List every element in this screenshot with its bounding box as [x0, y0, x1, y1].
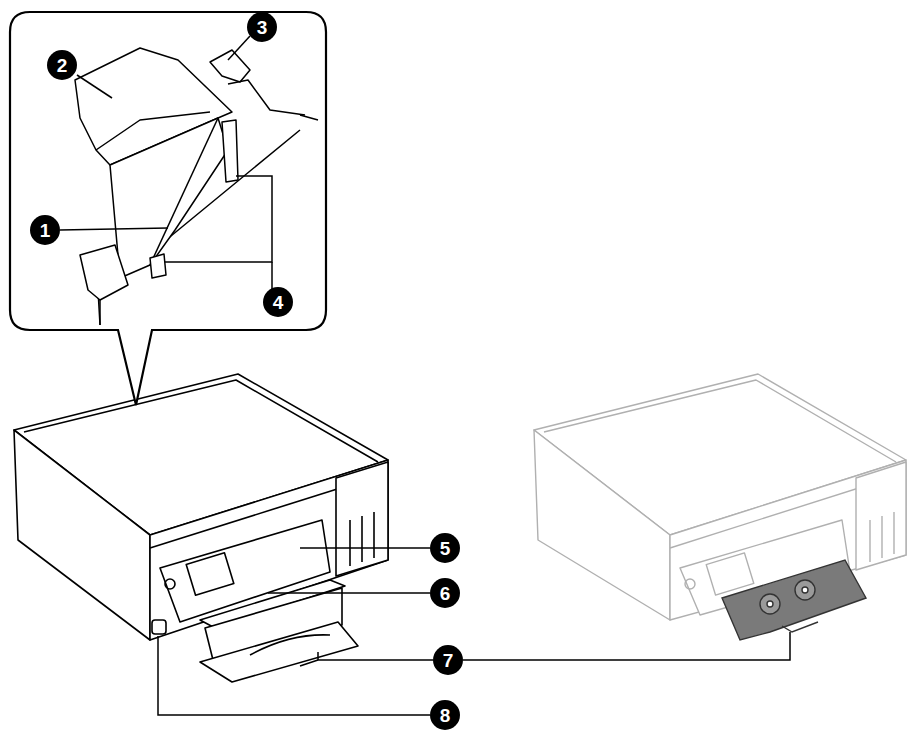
callout-text: 7: [443, 651, 454, 670]
inset-frame: [10, 12, 326, 405]
callout-number: 1: [30, 215, 60, 245]
callout-text: 2: [57, 56, 68, 75]
callout-number: 4: [263, 287, 293, 317]
callout-text: 8: [440, 706, 451, 725]
callout-number: 7: [433, 645, 463, 675]
callout-text: 4: [273, 293, 284, 312]
callout-number: 8: [430, 700, 460, 730]
left-printer: [14, 374, 388, 682]
leader-lines: [60, 36, 790, 715]
rear-feeder: [75, 48, 318, 325]
callout-number: 3: [247, 12, 277, 42]
callout-text: 6: [440, 584, 451, 603]
callout-text: 5: [440, 539, 451, 558]
callout-number: 2: [47, 50, 77, 80]
callout-number: 5: [430, 533, 460, 563]
callout-number: 6: [430, 578, 460, 608]
callout-text: 3: [257, 18, 268, 37]
callout-text: 1: [40, 221, 51, 240]
disc-tray: [722, 560, 866, 640]
